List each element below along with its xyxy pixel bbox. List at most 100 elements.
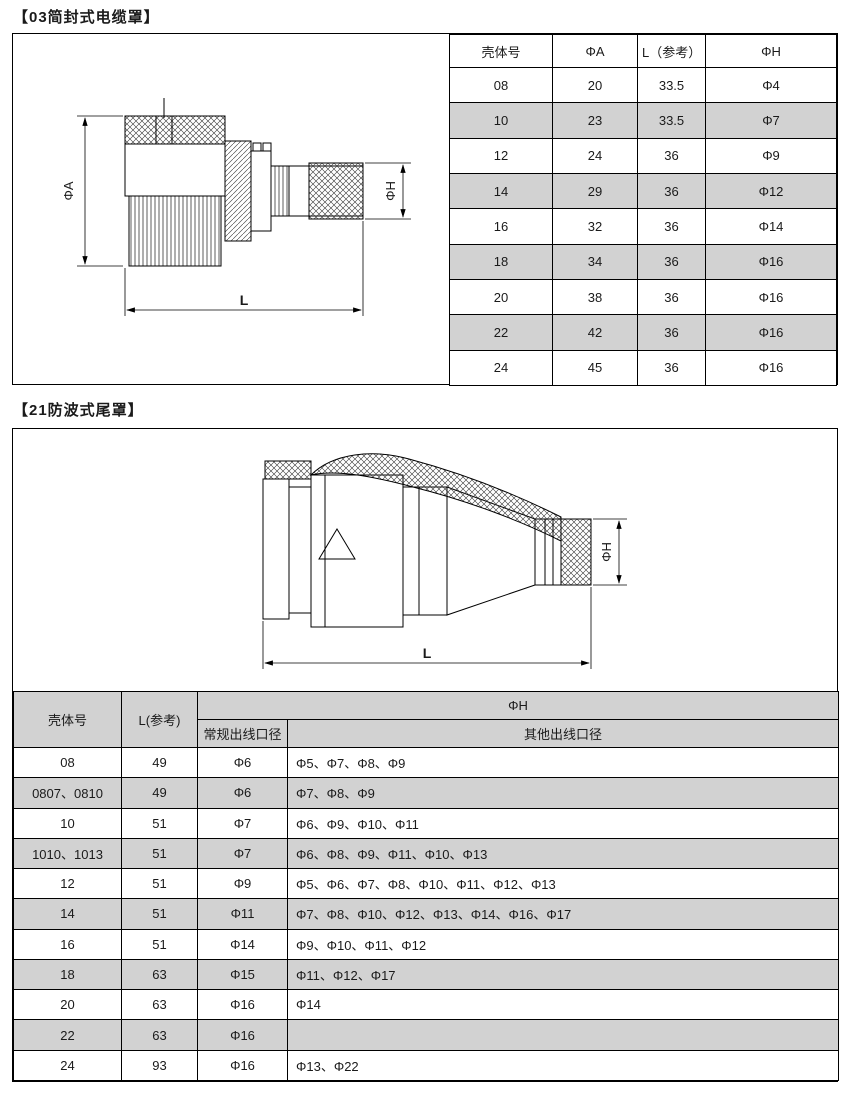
table-cell: 36 bbox=[637, 172, 706, 210]
table-cell: Φ14 bbox=[197, 928, 288, 960]
col-header-shell: 壳体号 bbox=[449, 34, 553, 68]
table-cell: 36 bbox=[637, 349, 706, 387]
table-cell: Φ11、Φ12、Φ17 bbox=[287, 958, 839, 991]
table-cell: Φ7 bbox=[197, 837, 288, 870]
table-cell: Φ16 bbox=[705, 314, 837, 351]
table-cell: Φ14 bbox=[287, 989, 839, 1021]
table-cell: 63 bbox=[121, 989, 198, 1021]
table-cell: Φ6 bbox=[197, 746, 288, 779]
table-cell: 20 bbox=[552, 66, 638, 104]
table-cell: Φ7 bbox=[705, 102, 837, 139]
table-cell: 49 bbox=[121, 746, 198, 779]
dim-label-l: L bbox=[240, 292, 249, 308]
table-cell: 33.5 bbox=[637, 66, 706, 104]
col-header-shell: 壳体号 bbox=[13, 691, 122, 748]
dim-label-phi-h-2: ΦH bbox=[599, 542, 614, 562]
table-cell: Φ16 bbox=[197, 989, 288, 1021]
table-cell: 32 bbox=[552, 208, 638, 245]
table-cell: Φ16 bbox=[705, 243, 837, 280]
table-cell: Φ6、Φ9、Φ10、Φ11 bbox=[287, 807, 839, 839]
table-cell: 20 bbox=[449, 278, 553, 316]
table-cell: Φ5、Φ7、Φ8、Φ9 bbox=[287, 746, 839, 779]
table-cell: 12 bbox=[13, 868, 122, 900]
table-cell: 49 bbox=[121, 777, 198, 809]
table-cell: Φ7、Φ8、Φ10、Φ12、Φ13、Φ14、Φ16、Φ17 bbox=[287, 898, 839, 930]
col-header-l-ref: L(参考) bbox=[121, 691, 198, 748]
table-cell: Φ16 bbox=[197, 1049, 288, 1082]
table-cell: 1010、1013 bbox=[13, 837, 122, 870]
drawing-21-area: ΦH L bbox=[13, 429, 839, 693]
col-header-phi-a: ΦA bbox=[552, 34, 638, 68]
table-cell: 34 bbox=[552, 243, 638, 280]
table-cell: 36 bbox=[637, 314, 706, 351]
table-cell: 22 bbox=[449, 314, 553, 351]
table-cell: 24 bbox=[449, 349, 553, 387]
table-cell: 63 bbox=[121, 1019, 198, 1051]
col-header-regular-outlet: 常规出线口径 bbox=[197, 719, 288, 748]
col-header-phi-h: ΦH bbox=[705, 34, 837, 68]
table-cell: Φ6、Φ8、Φ9、Φ11、Φ10、Φ13 bbox=[287, 837, 839, 870]
table-cell bbox=[287, 1019, 839, 1051]
table-cell: Φ7、Φ8、Φ9 bbox=[287, 777, 839, 809]
table-cell: 12 bbox=[449, 137, 553, 174]
drawing-21-tail-cover: ΦH L bbox=[262, 453, 627, 669]
table-cell: Φ11 bbox=[197, 898, 288, 930]
table-cell: 18 bbox=[13, 958, 122, 991]
table-cell: 18 bbox=[449, 243, 553, 280]
table-cell: 16 bbox=[13, 928, 122, 960]
table-cell: Φ6 bbox=[197, 777, 288, 809]
table-cell: 14 bbox=[13, 898, 122, 930]
section1-title: 【03简封式电缆罩】 bbox=[13, 9, 160, 26]
table-cell: 51 bbox=[121, 898, 198, 930]
drawing-03-area: ΦA ΦH L bbox=[13, 34, 451, 386]
drawing-03-cable-cover: ΦA ΦH L bbox=[61, 98, 411, 316]
table-cell: Φ15 bbox=[197, 958, 288, 991]
table-cell: 36 bbox=[637, 243, 706, 280]
table1-header-row: 壳体号 ΦA L（参考） ΦH bbox=[449, 34, 837, 68]
table-cell: 63 bbox=[121, 958, 198, 991]
table-cell: 23 bbox=[552, 102, 638, 139]
table-cell: Φ16 bbox=[197, 1019, 288, 1051]
table-cell: Φ13、Φ22 bbox=[287, 1049, 839, 1082]
table-cell: Φ9 bbox=[705, 137, 837, 174]
table-cell: 51 bbox=[121, 928, 198, 960]
table-cell: 51 bbox=[121, 837, 198, 870]
col-header-other-outlet: 其他出线口径 bbox=[287, 719, 839, 748]
table-cell: 24 bbox=[552, 137, 638, 174]
table-cell: 10 bbox=[13, 807, 122, 839]
col-header-l-ref: L（参考） bbox=[637, 34, 706, 68]
table-cell: 51 bbox=[121, 807, 198, 839]
table-cell: Φ14 bbox=[705, 208, 837, 245]
table-cell: Φ5、Φ6、Φ7、Φ8、Φ10、Φ11、Φ12、Φ13 bbox=[287, 868, 839, 900]
dim-label-l-2: L bbox=[423, 645, 432, 661]
table-cell: Φ7 bbox=[197, 807, 288, 839]
dim-label-phi-a: ΦA bbox=[61, 181, 76, 200]
table-cell: 14 bbox=[449, 172, 553, 210]
table-cell: 0807、0810 bbox=[13, 777, 122, 809]
table-cell: 22 bbox=[13, 1019, 122, 1051]
table2-header-row-1: 壳体号 L(参考) ΦH bbox=[13, 691, 839, 748]
